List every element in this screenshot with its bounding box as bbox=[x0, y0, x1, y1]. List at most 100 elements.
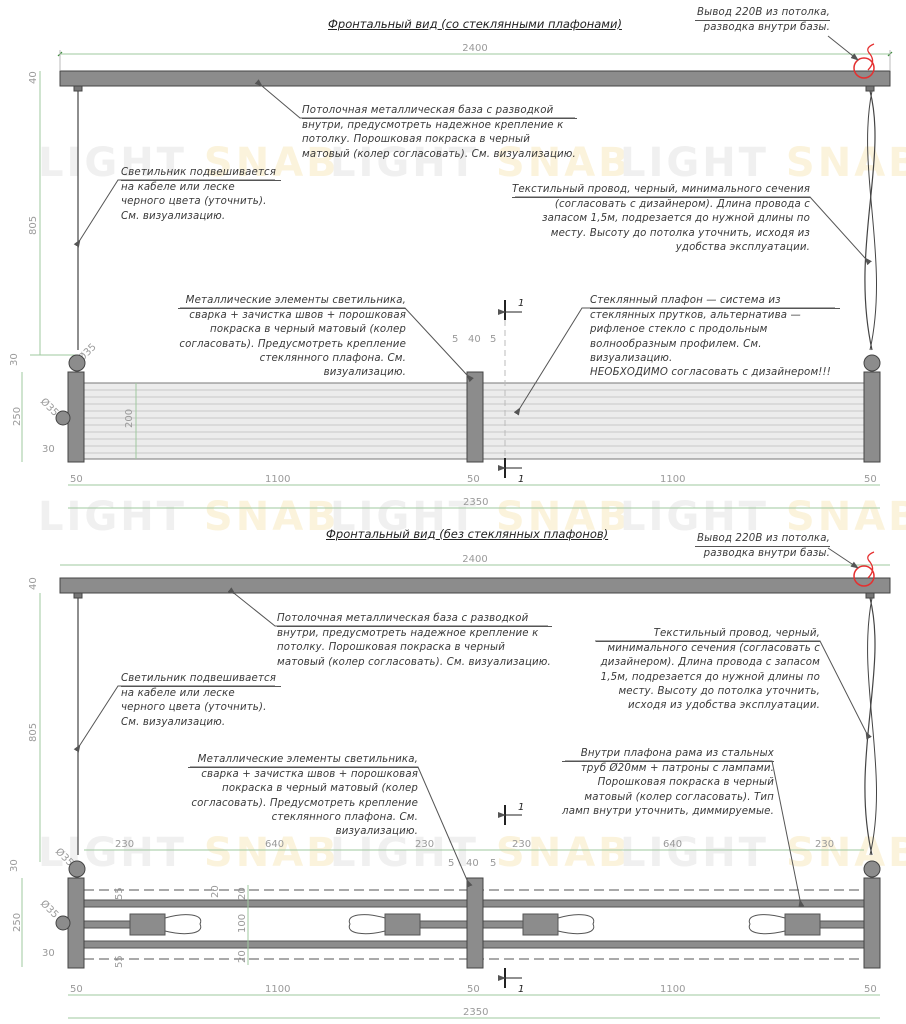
dim-640: 640 bbox=[265, 839, 284, 850]
watermark: LIGHT SNAB bbox=[38, 140, 340, 186]
watermark: LIGHT SNAB bbox=[330, 494, 632, 540]
lamp-socket bbox=[129, 913, 202, 936]
note-heading: Стеклянный плафон — система из bbox=[590, 294, 840, 310]
dim-ball-side: Ø35 bbox=[38, 898, 61, 921]
dim-base-height: 40 bbox=[28, 71, 39, 84]
dim-230: 230 bbox=[115, 839, 134, 850]
dim-cap-a: 5 bbox=[448, 858, 454, 869]
dim-height: 250 bbox=[12, 913, 23, 932]
view-title: Фронтальный вид (без стеклянных плафонов… bbox=[326, 527, 609, 541]
note-power-outlet: Вывод 220В из потолка, разводка внутри б… bbox=[695, 6, 830, 35]
note-body: внутри, предусмотреть надежное крепление… bbox=[302, 120, 576, 160]
note-body: труб Ø20мм + патроны с лампами. Порошков… bbox=[562, 763, 774, 817]
dim-end-right: 50 bbox=[864, 474, 877, 485]
power-wire bbox=[864, 90, 876, 351]
dim-640: 640 bbox=[663, 839, 682, 850]
section-label: 1 bbox=[518, 298, 524, 309]
note-heading: Внутри плафона рама из стальных bbox=[562, 747, 774, 763]
dim-230: 230 bbox=[415, 839, 434, 850]
dim-glass-height: 200 bbox=[124, 409, 135, 428]
note-heading: Потолочная металлическая база с разводко… bbox=[302, 104, 577, 120]
ceiling-base bbox=[59, 70, 891, 87]
watermark: LIGHT SNAB bbox=[330, 830, 632, 876]
top-view: 2400 40 805 30 250 30 Ø35 Ø35 bbox=[9, 35, 893, 509]
power-outlet-highlight bbox=[853, 565, 875, 587]
note-textile-wire: Текстильный провод, черный, минимального… bbox=[596, 627, 820, 713]
dim-end-left: 50 bbox=[70, 984, 83, 995]
dim-230: 230 bbox=[512, 839, 531, 850]
dim-tube-bottom: 20 bbox=[237, 950, 248, 963]
dim-span-left: 1100 bbox=[265, 474, 290, 485]
note-heading: Текстильный провод, черный, bbox=[596, 627, 820, 643]
dim-end-right: 50 bbox=[864, 984, 877, 995]
power-wire bbox=[864, 597, 876, 856]
watermark: LIGHT SNAB bbox=[620, 140, 906, 186]
note-heading: Вывод 220В из потолка, bbox=[695, 6, 830, 22]
dim-drop: 805 bbox=[28, 723, 39, 742]
dim-230: 230 bbox=[815, 839, 834, 850]
glass-shade-left bbox=[83, 382, 468, 460]
note-heading: Текстильный провод, черный, минимального… bbox=[512, 183, 810, 199]
dim-cap-c: 5 bbox=[490, 334, 496, 345]
dim-bottom-gap: 30 bbox=[42, 948, 55, 959]
middle-cap bbox=[466, 371, 484, 463]
dim-total: 2350 bbox=[463, 1007, 488, 1018]
dim-cap-b: 40 bbox=[468, 334, 481, 345]
dim-base-height: 40 bbox=[28, 577, 39, 590]
note-power-outlet: Вывод 220В из потолка, разводка внутри б… bbox=[695, 532, 830, 561]
note-body: разводка внутри базы. bbox=[703, 22, 830, 34]
dim-offset-top: 55 bbox=[114, 887, 125, 900]
bulb-icon bbox=[748, 914, 786, 935]
lamp-socket bbox=[348, 913, 421, 936]
note-ceiling-base: Потолочная металлическая база с разводко… bbox=[277, 612, 552, 670]
note-metal-elements: Металлические элементы светильника, свар… bbox=[188, 753, 418, 839]
end-cap-left bbox=[55, 354, 86, 463]
watermark: LIGHT SNAB bbox=[620, 494, 906, 540]
note-body: разводка внутри базы. bbox=[703, 548, 830, 560]
power-wire-icon bbox=[867, 551, 875, 579]
power-wire-icon bbox=[867, 43, 875, 71]
note-body: сварка + зачистка швов + порошковая покр… bbox=[179, 310, 406, 379]
watermark: LIGHT SNAB bbox=[38, 830, 340, 876]
section-label: 1 bbox=[518, 984, 524, 995]
note-heading: Потолочная металлическая база с разводко… bbox=[277, 612, 552, 628]
dim-bottom-gap: 30 bbox=[42, 444, 55, 455]
dim-cap-c: 5 bbox=[490, 858, 496, 869]
note-suspension: Светильник подвешивается на кабеле или л… bbox=[121, 166, 281, 224]
end-cap-right bbox=[863, 354, 881, 463]
note-steel-frame: Внутри плафона рама из стальных труб Ø20… bbox=[562, 747, 774, 819]
note-heading: Металлические элементы светильника, bbox=[188, 753, 418, 769]
note-textile-wire: Текстильный провод, черный, минимального… bbox=[512, 183, 810, 255]
dim-end-left: 50 bbox=[70, 474, 83, 485]
note-body: на кабеле или леске черного цвета (уточн… bbox=[121, 182, 267, 222]
ceiling-base bbox=[59, 577, 891, 594]
watermark: LIGHT SNAB bbox=[330, 140, 632, 186]
dim-tube-gap: 100 bbox=[237, 914, 248, 933]
middle-cap bbox=[466, 877, 484, 969]
note-glass-shade: Стеклянный плафон — система из стеклянны… bbox=[590, 294, 840, 380]
bulb-icon bbox=[557, 914, 595, 935]
dim-span-left: 1100 bbox=[265, 984, 290, 995]
note-suspension: Светильник подвешивается на кабеле или л… bbox=[121, 672, 281, 730]
dim-middle: 50 bbox=[467, 474, 480, 485]
dim-top-gap: 30 bbox=[9, 353, 20, 366]
dim-cap-b: 40 bbox=[466, 858, 479, 869]
dim-middle: 50 bbox=[467, 984, 480, 995]
bottom-view: 2400 40 805 30 250 30 Ø35 Ø35 bbox=[9, 547, 891, 1019]
dim-height: 250 bbox=[12, 407, 23, 426]
dim-top-gap: 30 bbox=[9, 859, 20, 872]
note-heading: Светильник подвешивается bbox=[121, 672, 281, 688]
end-cap-left bbox=[55, 860, 86, 969]
dim-tube-top: 20 bbox=[237, 887, 248, 900]
dim-overall: 2400 bbox=[462, 554, 487, 565]
power-outlet-highlight bbox=[853, 57, 875, 79]
section-label: 1 bbox=[518, 802, 524, 813]
watermark: LIGHT SNAB bbox=[620, 830, 906, 876]
note-body: внутри, предусмотреть надежное крепление… bbox=[277, 628, 551, 668]
note-ceiling-base: Потолочная металлическая база с разводко… bbox=[302, 104, 577, 162]
note-heading: Вывод 220В из потолка, bbox=[695, 532, 830, 548]
section-label: 1 bbox=[518, 474, 524, 485]
lamp-socket bbox=[748, 913, 821, 936]
bulb-icon bbox=[164, 914, 202, 935]
